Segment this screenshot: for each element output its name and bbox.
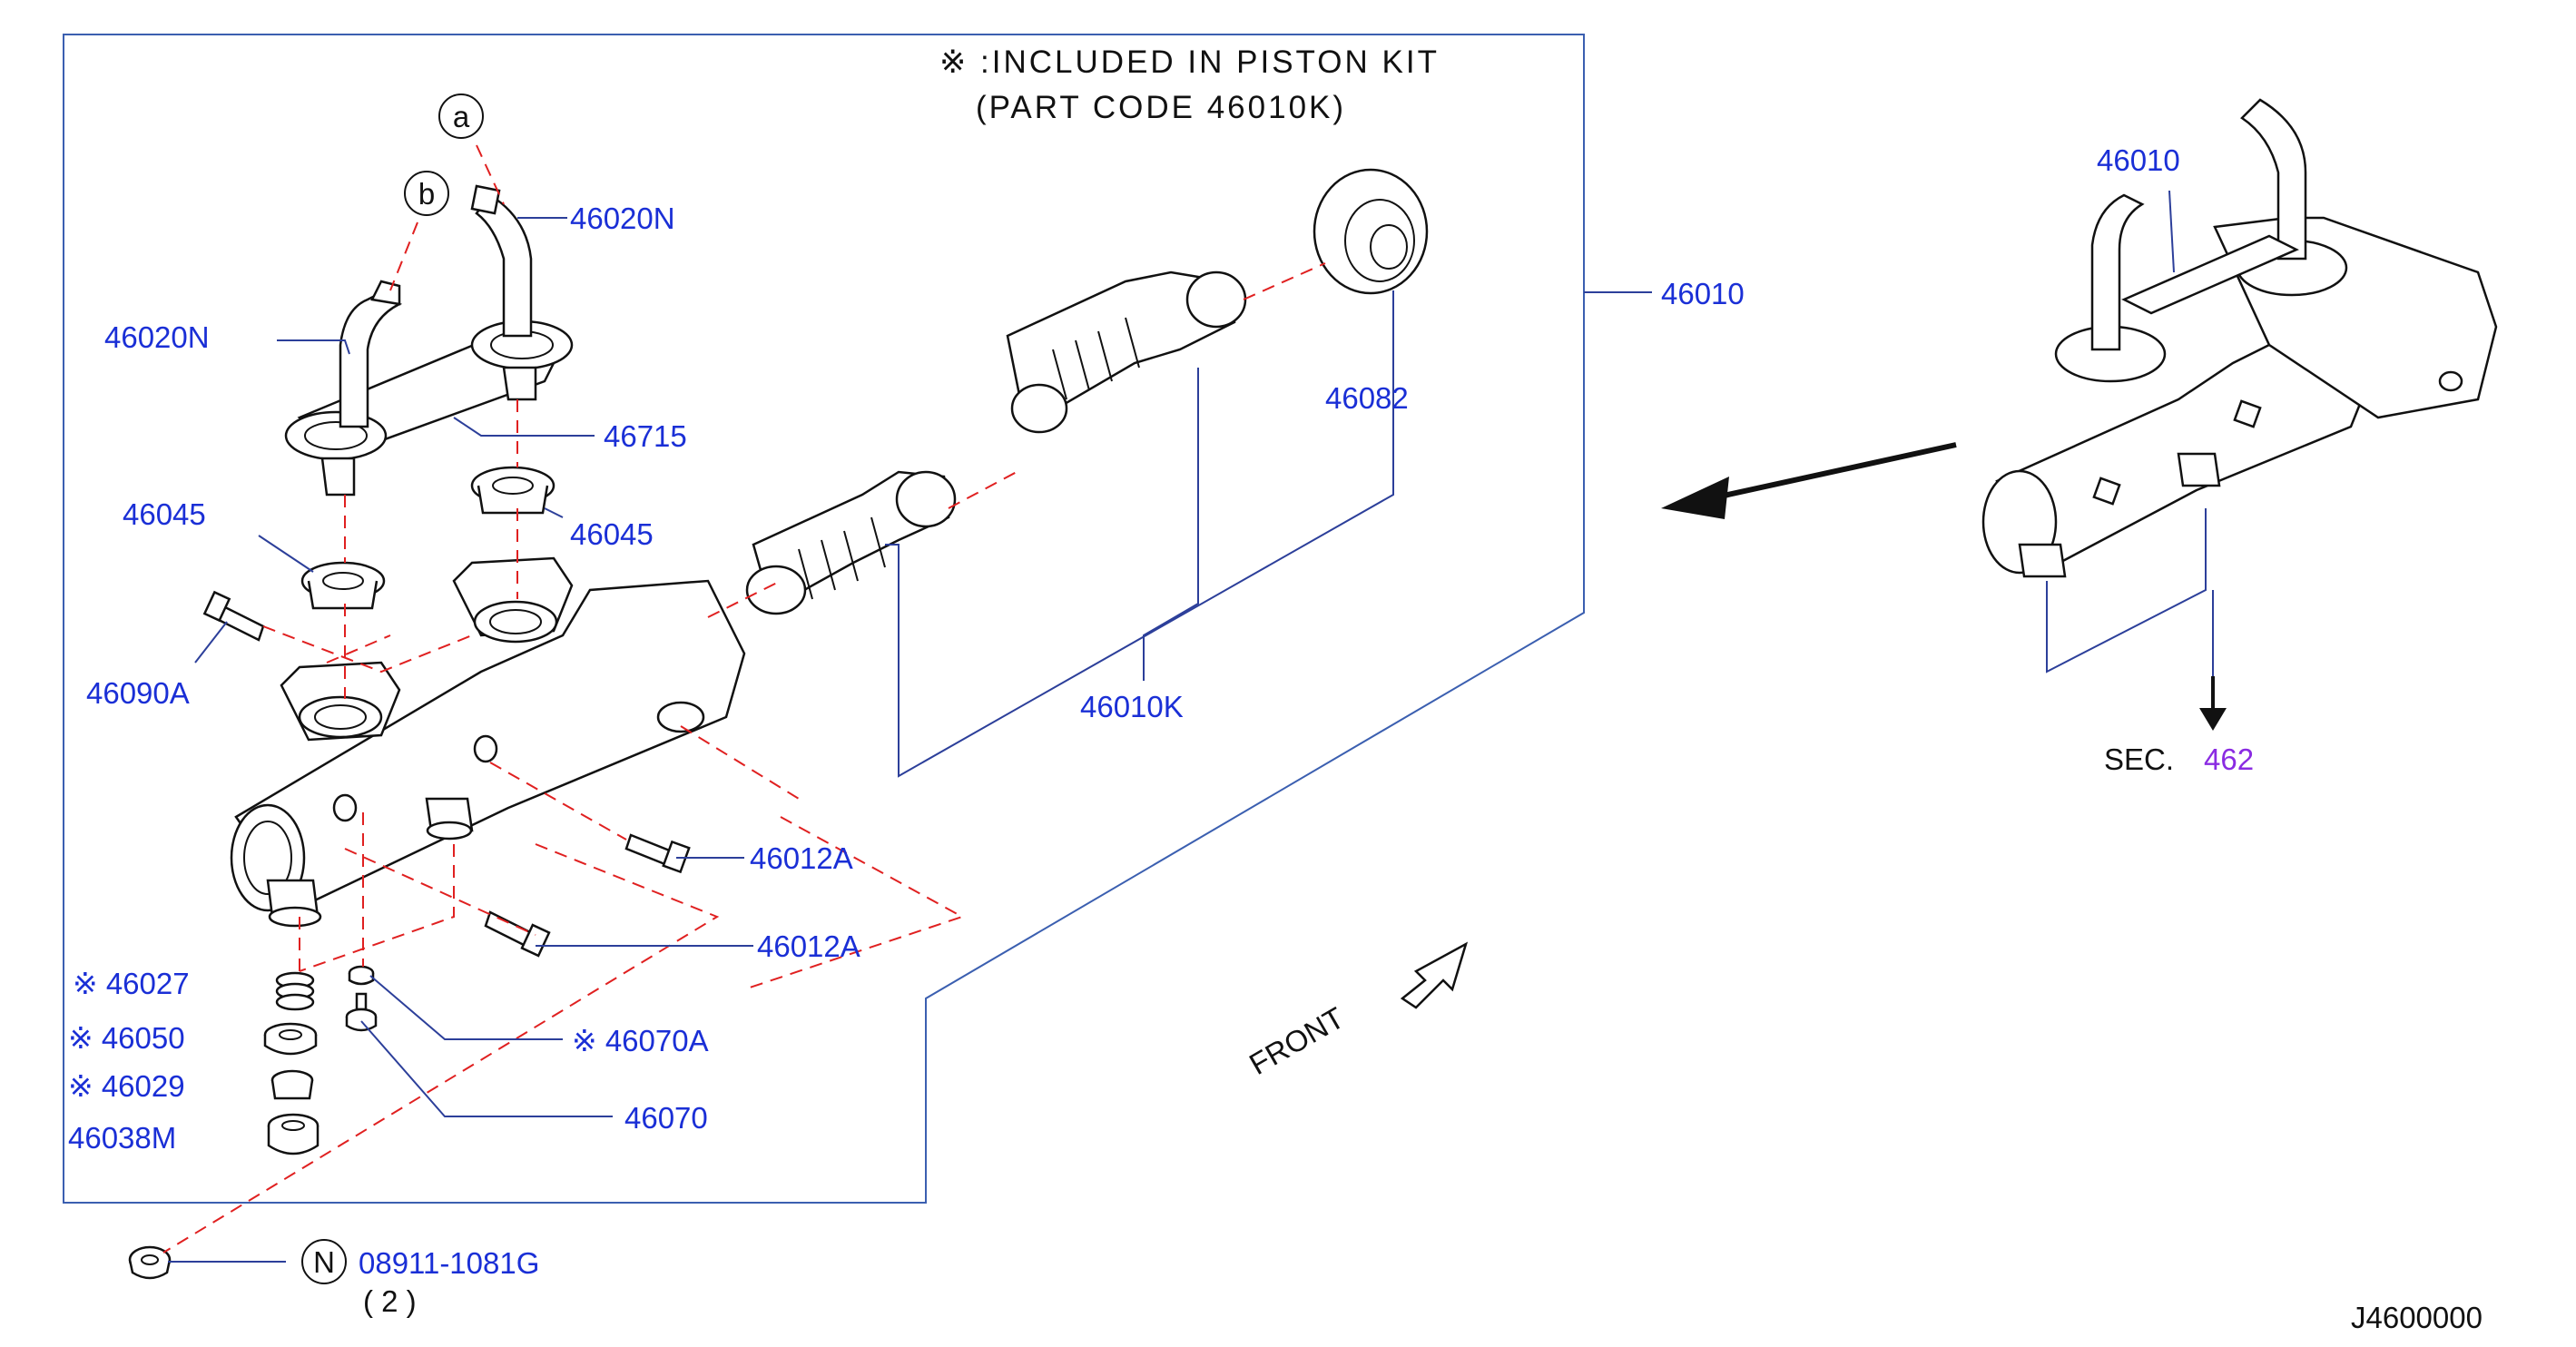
assembled-view <box>1981 98 2498 578</box>
label-front: FRONT <box>1244 1000 1350 1081</box>
direction-arrow <box>1661 442 1957 519</box>
assembly-frame <box>63 34 1585 1204</box>
label-46020n-top[interactable]: 46020N <box>570 202 675 235</box>
secondary-piston <box>745 470 957 615</box>
primary-piston <box>1006 270 1247 434</box>
label-46012a-upper[interactable]: 46012A <box>750 841 853 875</box>
spring-46027 <box>275 971 315 1011</box>
label-46027[interactable]: ※ 46027 <box>73 967 190 1000</box>
label-46045-left[interactable]: 46045 <box>123 497 206 531</box>
callout-b-text: b <box>418 177 435 211</box>
front-arrow <box>1400 941 1469 1009</box>
bolt-46012a-lower <box>484 910 551 958</box>
callout-b: b <box>404 171 449 216</box>
label-46010k[interactable]: 46010K <box>1080 690 1184 723</box>
grommet-right <box>470 466 556 515</box>
assembly-guide-lines <box>162 144 1326 1254</box>
grommet-left <box>300 561 386 610</box>
seal-46050 <box>263 1022 318 1056</box>
label-section-number[interactable]: 462 <box>2204 742 2254 776</box>
bolt-46090a <box>202 590 265 642</box>
bleeder-cap-46070a <box>348 965 375 986</box>
kit-note-line2: (PART CODE 46010K) <box>976 90 1346 125</box>
label-46050[interactable]: ※ 46050 <box>68 1021 185 1055</box>
label-46715[interactable]: 46715 <box>604 419 687 453</box>
label-46020n-left[interactable]: 46020N <box>104 320 210 354</box>
nut-08911 <box>128 1245 172 1280</box>
section-arrow <box>2199 676 2227 731</box>
label-46029[interactable]: ※ 46029 <box>68 1069 185 1103</box>
label-46010-main[interactable]: 46010 <box>1661 277 1745 310</box>
label-46010-inset[interactable]: 46010 <box>2097 143 2180 177</box>
callout-a-text: a <box>453 100 470 133</box>
label-46012a-lower[interactable]: 46012A <box>757 929 860 963</box>
bleeder-screw-46070 <box>345 992 378 1032</box>
kit-note-line1: ※ :INCLUDED IN PISTON KIT <box>939 44 1440 80</box>
diagram-code: J4600000 <box>2351 1301 2483 1334</box>
label-quantity: ( 2 ) <box>363 1284 417 1318</box>
label-46045-right[interactable]: 46045 <box>570 517 654 551</box>
label-section-prefix: SEC. <box>2104 742 2174 776</box>
leader-lines <box>168 190 2214 1263</box>
stopper-ring-46082 <box>1313 168 1429 295</box>
label-46070[interactable]: 46070 <box>624 1101 708 1135</box>
callout-n-text: N <box>313 1245 335 1279</box>
callout-a: a <box>438 93 484 139</box>
master-cylinder-body <box>230 556 746 928</box>
valve-46029 <box>270 1069 314 1100</box>
label-46090a[interactable]: 46090A <box>86 676 190 710</box>
callout-n: N <box>301 1239 347 1284</box>
reservoir-hose-connector <box>284 184 574 497</box>
label-08911-1081g[interactable]: 08911-1081G <box>359 1246 539 1280</box>
label-46082[interactable]: 46082 <box>1325 381 1409 415</box>
label-46070a[interactable]: ※ 46070A <box>572 1024 709 1057</box>
label-46038m[interactable]: 46038M <box>68 1121 176 1155</box>
plug-46038m <box>267 1113 320 1155</box>
bolt-46012a-upper <box>624 833 691 874</box>
